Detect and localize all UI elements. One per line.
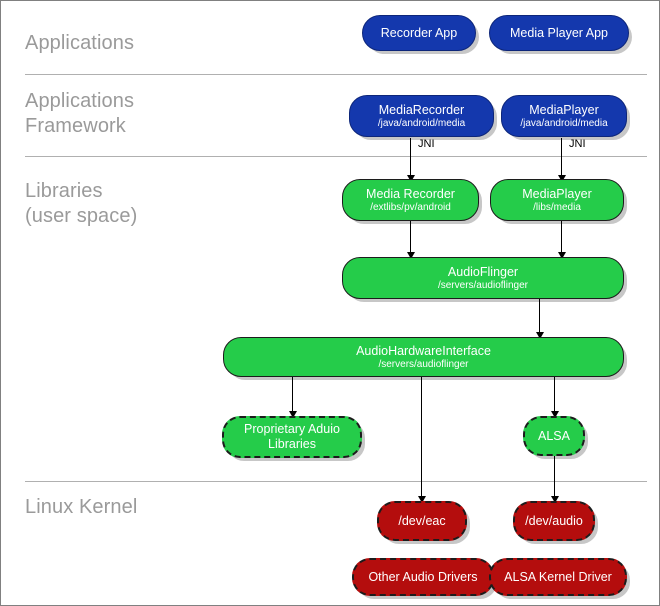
- node-audioflinger-path: /servers/audioflinger: [437, 279, 529, 291]
- node-other-audio-drivers-title: Other Audio Drivers: [368, 569, 478, 584]
- jni-label-left: JNI: [418, 138, 435, 150]
- node-dev-eac[interactable]: /dev/eac: [377, 501, 467, 541]
- node-mediaplayer-framework-title: MediaPlayer: [529, 102, 599, 117]
- node-proprietary-audio-libraries[interactable]: Proprietary Aduio Libraries: [222, 416, 362, 458]
- connector-mediarecorder-jni: [410, 138, 411, 180]
- node-alsa[interactable]: ALSA: [523, 416, 585, 456]
- divider-linux-kernel: [25, 481, 647, 482]
- connector-audioflinger-audiohardwareinterface: [539, 299, 540, 337]
- section-label-libraries: Libraries (user space): [25, 180, 138, 227]
- arrowhead-mediaplayer-audioflinger: [557, 252, 566, 259]
- node-alsa-title: ALSA: [538, 428, 570, 443]
- node-alsa-kernel-driver[interactable]: ALSA Kernel Driver: [489, 558, 627, 596]
- node-audioflinger[interactable]: AudioFlinger /servers/audioflinger: [342, 257, 624, 299]
- connector-ahi-proprietary-libs: [292, 376, 293, 416]
- node-media-recorder-lib[interactable]: Media Recorder /extlibs/pv/android: [342, 179, 479, 221]
- connector-ahi-dev-eac: [421, 376, 422, 501]
- node-media-recorder-lib-title: Media Recorder: [366, 186, 455, 201]
- node-media-player-app-title: Media Player App: [510, 25, 608, 40]
- connector-mediarecorder-audioflinger: [410, 221, 411, 257]
- node-recorder-app[interactable]: Recorder App: [362, 15, 476, 51]
- arrowhead-mediarecorder-jni: [406, 175, 415, 182]
- node-other-audio-drivers[interactable]: Other Audio Drivers: [352, 558, 494, 596]
- section-label-applications-framework: Applications Framework: [25, 90, 135, 137]
- node-audiohardwareinterface-title: AudioHardwareInterface: [356, 343, 491, 358]
- arrowhead-ahi-dev-eac: [417, 496, 426, 503]
- node-dev-audio[interactable]: /dev/audio: [513, 501, 595, 541]
- connector-alsa-dev-audio: [554, 456, 555, 501]
- node-mediaplayer-lib-path: /libs/media: [533, 201, 581, 213]
- divider-applications: [25, 74, 647, 75]
- arrowhead-alsa-dev-audio: [550, 496, 559, 503]
- node-mediaplayer-lib[interactable]: MediaPlayer /libs/media: [490, 179, 624, 221]
- node-dev-eac-title: /dev/eac: [398, 513, 446, 528]
- section-label-applications: Applications: [25, 32, 135, 54]
- node-media-player-app[interactable]: Media Player App: [489, 15, 629, 51]
- node-audioflinger-title: AudioFlinger: [447, 264, 519, 279]
- node-mediarecorder-framework[interactable]: MediaRecorder /java/android/media: [349, 95, 494, 137]
- node-mediaplayer-framework-path: /java/android/media: [520, 117, 608, 129]
- node-media-recorder-lib-path: /extlibs/pv/android: [370, 201, 451, 213]
- node-mediaplayer-framework[interactable]: MediaPlayer /java/android/media: [501, 95, 627, 137]
- node-mediarecorder-framework-path: /java/android/media: [377, 117, 466, 129]
- node-audiohardwareinterface-path: /servers/audioflinger: [378, 358, 469, 370]
- arrowhead-audioflinger-audiohardwareinterface: [535, 332, 544, 339]
- node-recorder-app-title: Recorder App: [380, 25, 458, 40]
- connector-mediaplayer-audioflinger: [561, 221, 562, 257]
- jni-label-right: JNI: [569, 138, 586, 150]
- node-mediarecorder-framework-title: MediaRecorder: [378, 102, 465, 117]
- node-dev-audio-title: /dev/audio: [525, 513, 583, 528]
- node-proprietary-audio-libraries-title: Proprietary Aduio Libraries: [244, 422, 340, 451]
- arrowhead-ahi-alsa: [550, 411, 559, 418]
- arrowhead-mediaplayer-jni: [557, 175, 566, 182]
- section-label-linux-kernel: Linux Kernel: [25, 496, 138, 518]
- node-audiohardwareinterface[interactable]: AudioHardwareInterface /servers/audiofli…: [223, 337, 624, 377]
- connector-ahi-alsa: [554, 376, 555, 416]
- divider-framework: [25, 156, 647, 157]
- connector-mediaplayer-jni: [561, 138, 562, 180]
- arrowhead-ahi-proprietary-libs: [288, 411, 297, 418]
- arrowhead-mediarecorder-audioflinger: [406, 252, 415, 259]
- node-mediaplayer-lib-title: MediaPlayer: [522, 186, 592, 201]
- node-alsa-kernel-driver-title: ALSA Kernel Driver: [504, 569, 612, 584]
